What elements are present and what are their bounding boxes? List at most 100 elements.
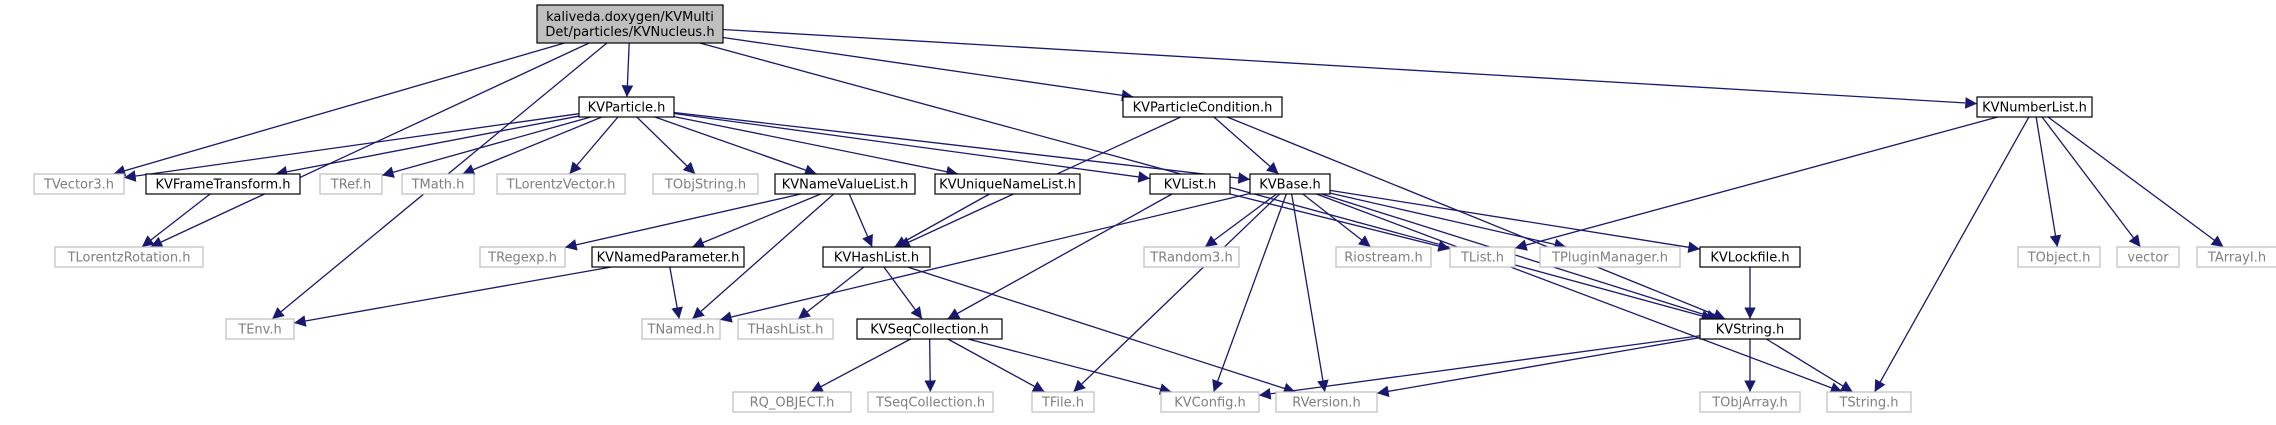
node-kvseqcollection[interactable]: KVSeqCollection.h xyxy=(856,318,1003,340)
node-box[interactable] xyxy=(578,96,675,118)
node-label: TObjArray.h xyxy=(1711,396,1788,411)
node-tregexp[interactable]: TRegexp.h xyxy=(479,246,566,268)
node-tstring[interactable]: TString.h xyxy=(1826,391,1912,413)
edges-layer xyxy=(113,28,2224,400)
node-label: RQ_OBJECT.h xyxy=(750,396,835,411)
node-thashlist[interactable]: THashList.h xyxy=(737,318,834,340)
node-kvparticlecondition[interactable]: KVParticleCondition.h xyxy=(1122,96,1283,118)
node-kvconfig[interactable]: KVConfig.h xyxy=(1160,391,1260,413)
node-box[interactable] xyxy=(1335,246,1432,268)
node-trandom3[interactable]: TRandom3.h xyxy=(1143,246,1240,268)
node-box[interactable] xyxy=(934,173,1081,195)
node-riostream[interactable]: Riostream.h xyxy=(1335,246,1432,268)
node-label: TLorentzRotation.h xyxy=(67,251,191,266)
node-box[interactable] xyxy=(1699,391,1801,413)
node-tref[interactable]: TRef.h xyxy=(319,173,383,195)
node-tarrayi[interactable]: TArrayI.h xyxy=(2196,246,2276,268)
node-box[interactable] xyxy=(1149,173,1231,195)
node-box[interactable] xyxy=(1699,246,1801,268)
edge-root-to-kvparticlecondition xyxy=(722,36,1134,102)
node-tvector3[interactable]: TVector3.h xyxy=(33,173,125,195)
node-label: TRandom3.h xyxy=(1149,251,1232,266)
node-box[interactable] xyxy=(479,246,566,268)
node-kvparticle[interactable]: KVParticle.h xyxy=(578,96,675,118)
node-box[interactable] xyxy=(1826,391,1912,413)
node-kvuniquenamelist[interactable]: KVUniqueNameList.h xyxy=(934,173,1081,195)
node-box[interactable] xyxy=(1160,391,1260,413)
node-box[interactable] xyxy=(319,173,383,195)
node-label: KVString.h xyxy=(1716,323,1785,338)
node-tlist[interactable]: TList.h xyxy=(1449,246,1516,268)
node-box[interactable] xyxy=(867,391,994,413)
node-box[interactable] xyxy=(591,246,745,268)
edge-kvnamedparameter-to-tnamed xyxy=(669,266,683,320)
node-rq-object[interactable]: RQ_OBJECT.h xyxy=(732,391,852,413)
node-tlorentzrotation[interactable]: TLorentzRotation.h xyxy=(54,246,204,268)
node-label: TPluginManager.h xyxy=(1551,251,1668,266)
node-tobjstring[interactable]: TObjString.h xyxy=(652,173,759,195)
node-rversion[interactable]: RVersion.h xyxy=(1275,391,1378,413)
node-box[interactable] xyxy=(2116,246,2180,268)
node-vector[interactable]: vector xyxy=(2116,246,2180,268)
node-box[interactable] xyxy=(225,318,295,340)
node-box[interactable] xyxy=(1275,391,1378,413)
node-box[interactable] xyxy=(652,173,759,195)
node-box[interactable] xyxy=(1249,173,1331,195)
node-label: KVUniqueNameList.h xyxy=(939,178,1076,193)
edge-root-to-tlorentzrotation xyxy=(150,42,590,248)
node-box[interactable] xyxy=(2196,246,2276,268)
node-kvnamedparameter[interactable]: KVNamedParameter.h xyxy=(591,246,745,268)
node-root[interactable]: kaliveda.doxygen/KVMultiDet/particles/KV… xyxy=(536,4,724,44)
node-box[interactable] xyxy=(1976,96,2093,118)
node-tseqcollection[interactable]: TSeqCollection.h xyxy=(867,391,994,413)
node-tlorentzvector[interactable]: TLorentzVector.h xyxy=(496,173,626,195)
node-box[interactable] xyxy=(401,173,475,195)
node-box[interactable] xyxy=(822,246,931,268)
edge-kvstring-to-rversion xyxy=(1376,336,1701,398)
node-box[interactable] xyxy=(856,318,1003,340)
node-box[interactable] xyxy=(774,173,916,195)
edge-kvbase-to-riostream xyxy=(1302,193,1372,248)
node-label: TLorentzVector.h xyxy=(506,178,616,193)
node-kvlockfile[interactable]: KVLockfile.h xyxy=(1699,246,1801,268)
node-box[interactable] xyxy=(536,4,724,44)
edge-root-to-kvparticle xyxy=(621,42,634,98)
node-tobject[interactable]: TObject.h xyxy=(2017,246,2101,268)
node-box[interactable] xyxy=(54,246,204,268)
node-box[interactable] xyxy=(2017,246,2101,268)
node-kvframetransform[interactable]: KVFrameTransform.h xyxy=(145,173,301,195)
node-box[interactable] xyxy=(732,391,852,413)
node-tnamed[interactable]: TNamed.h xyxy=(641,318,721,340)
node-box[interactable] xyxy=(641,318,721,340)
node-kvlist[interactable]: KVList.h xyxy=(1149,173,1231,195)
node-box[interactable] xyxy=(496,173,626,195)
node-box[interactable] xyxy=(1539,246,1681,268)
edge-kvbase-to-kvconfig xyxy=(1212,193,1287,393)
node-kvnamevaluelist[interactable]: KVNameValueList.h xyxy=(774,173,916,195)
node-kvhashlist[interactable]: KVHashList.h xyxy=(822,246,931,268)
node-box[interactable] xyxy=(1699,318,1801,340)
node-tenv[interactable]: TEnv.h xyxy=(225,318,295,340)
node-tmath[interactable]: TMath.h xyxy=(401,173,475,195)
node-kvbase[interactable]: KVBase.h xyxy=(1249,173,1331,195)
node-tobjarray[interactable]: TObjArray.h xyxy=(1699,391,1801,413)
node-box[interactable] xyxy=(33,173,125,195)
node-box[interactable] xyxy=(1122,96,1283,118)
edge-kvnamevaluelist-to-tnamed xyxy=(691,193,835,320)
edge-kvbase-to-tpluginmanager xyxy=(1329,192,1567,251)
node-box[interactable] xyxy=(1143,246,1240,268)
node-label: KVSeqCollection.h xyxy=(870,323,989,338)
node-tfile[interactable]: TFile.h xyxy=(1031,391,1095,413)
node-kvnumberlist[interactable]: KVNumberList.h xyxy=(1976,96,2093,118)
node-box[interactable] xyxy=(737,318,834,340)
node-box[interactable] xyxy=(1449,246,1516,268)
node-tpluginmanager[interactable]: TPluginManager.h xyxy=(1539,246,1681,268)
edge-root-to-kvnumberlist xyxy=(722,28,1978,109)
edge-kvbase-to-trandom3 xyxy=(1204,193,1277,248)
node-kvstring[interactable]: KVString.h xyxy=(1699,318,1801,340)
node-box[interactable] xyxy=(145,173,301,195)
edge-root-to-tvector3 xyxy=(113,42,565,177)
node-label: TObject.h xyxy=(2027,251,2091,266)
node-box[interactable] xyxy=(1031,391,1095,413)
node-label: KVFrameTransform.h xyxy=(156,178,291,193)
